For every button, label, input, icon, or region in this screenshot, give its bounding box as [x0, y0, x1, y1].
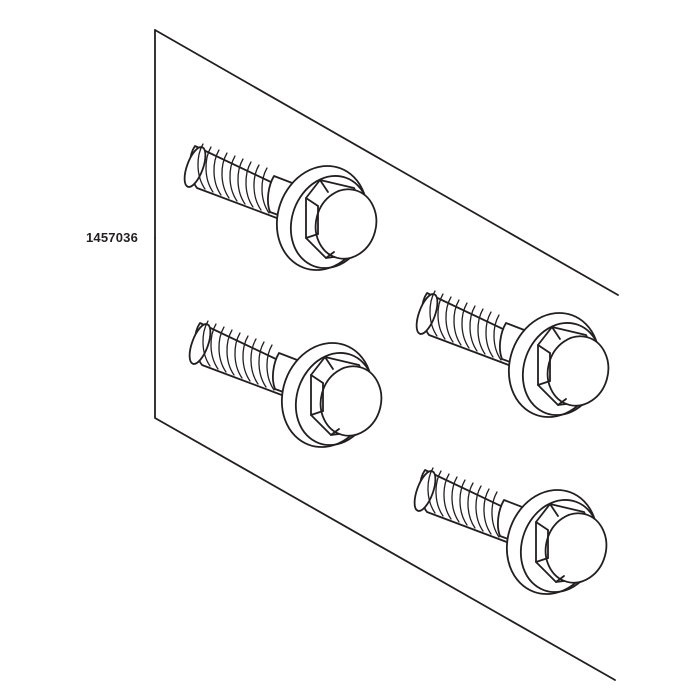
flange-bolt-3 [411, 290, 617, 431]
bag-outline [154, 29, 619, 681]
flange-bolt-2 [184, 320, 390, 461]
part-number-label: 1457036 [86, 230, 139, 245]
flange-bolt-4 [409, 467, 615, 608]
flange-bolt-1 [179, 143, 385, 284]
